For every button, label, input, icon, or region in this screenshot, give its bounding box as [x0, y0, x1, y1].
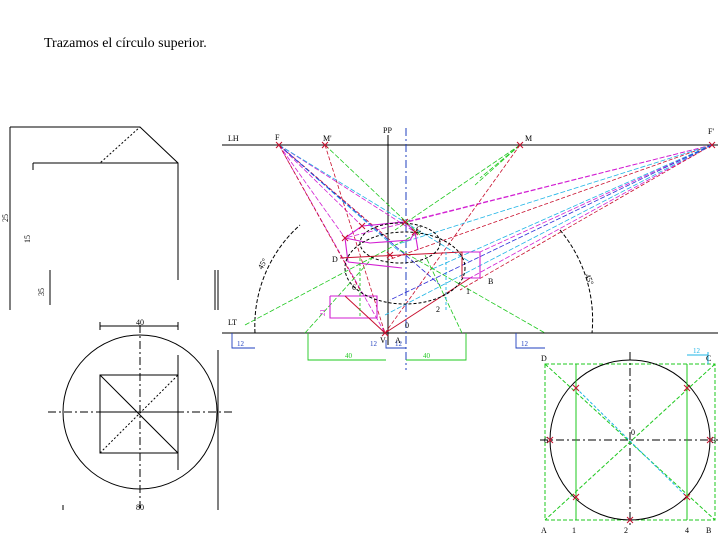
magenta-rays	[278, 144, 713, 334]
angle-45-right-label: 45°	[583, 273, 595, 287]
detail-b-label: B	[706, 526, 711, 535]
blue-rays	[278, 144, 713, 316]
dim-21-label: 21	[319, 309, 327, 317]
circle-detail-points	[546, 384, 714, 524]
pp-label: PP	[383, 126, 392, 135]
f-label: F	[275, 133, 280, 142]
detail-0-label: 0	[631, 428, 635, 437]
dim-40a-label: 40	[345, 352, 353, 360]
b-label: B	[488, 277, 493, 286]
detail-a-label: A	[541, 526, 547, 535]
dim-35-label: 35	[37, 288, 46, 296]
f-prime-label: F'	[708, 127, 714, 136]
slide-title: Trazamos el círculo superior.	[44, 36, 207, 51]
c-label: C	[416, 225, 421, 234]
point-1-label: 1	[466, 287, 470, 296]
dim-40b-label: 40	[423, 352, 431, 360]
dim-12c-label: 12	[395, 340, 403, 348]
left-elevation-view	[9, 126, 219, 310]
m-label: M	[525, 134, 532, 143]
dim-25-label: 25	[1, 214, 10, 222]
circle-detail	[540, 352, 718, 525]
construction-points	[275, 141, 716, 337]
dim-15-label: 15	[23, 235, 32, 243]
detail-3-label: 3	[712, 436, 716, 445]
upper-circle-in-perspective	[359, 222, 441, 264]
detail-d-label: D	[541, 354, 547, 363]
angle-45-left-label: 45°	[256, 257, 269, 271]
arc-left-45	[254, 224, 301, 334]
v-label: V	[380, 336, 386, 345]
dim-12b-label: 12	[370, 340, 378, 348]
lt-label: LT	[228, 318, 237, 327]
side-segments	[359, 252, 447, 318]
dim-12a-label: 12	[237, 340, 245, 348]
dim-80-label: 80	[136, 503, 144, 512]
detail-dim-12-label: 12	[693, 347, 701, 355]
detail-c-label: C	[706, 354, 711, 363]
detail-1-label: 1	[572, 526, 576, 535]
detail-4-label: 4	[685, 526, 689, 535]
dim-12d-label: 12	[521, 340, 529, 348]
green-rays	[244, 144, 546, 334]
bottom-dimensions	[231, 333, 545, 361]
point-2-label: 2	[436, 305, 440, 314]
point-6-label: 6	[352, 283, 356, 292]
detail-2-label: 2	[624, 526, 628, 535]
m-prime-label: M'	[323, 134, 332, 143]
circle-in-perspective	[344, 231, 466, 305]
detail-6-label: 6	[544, 436, 548, 445]
arc-right-45	[559, 229, 594, 334]
lh-label: LH	[228, 134, 239, 143]
dim-40-label: 40	[136, 318, 144, 327]
d-label: D	[332, 255, 338, 264]
point-0-label: 0	[405, 321, 409, 330]
a-label: A	[395, 336, 401, 345]
left-plan-view	[48, 322, 232, 510]
